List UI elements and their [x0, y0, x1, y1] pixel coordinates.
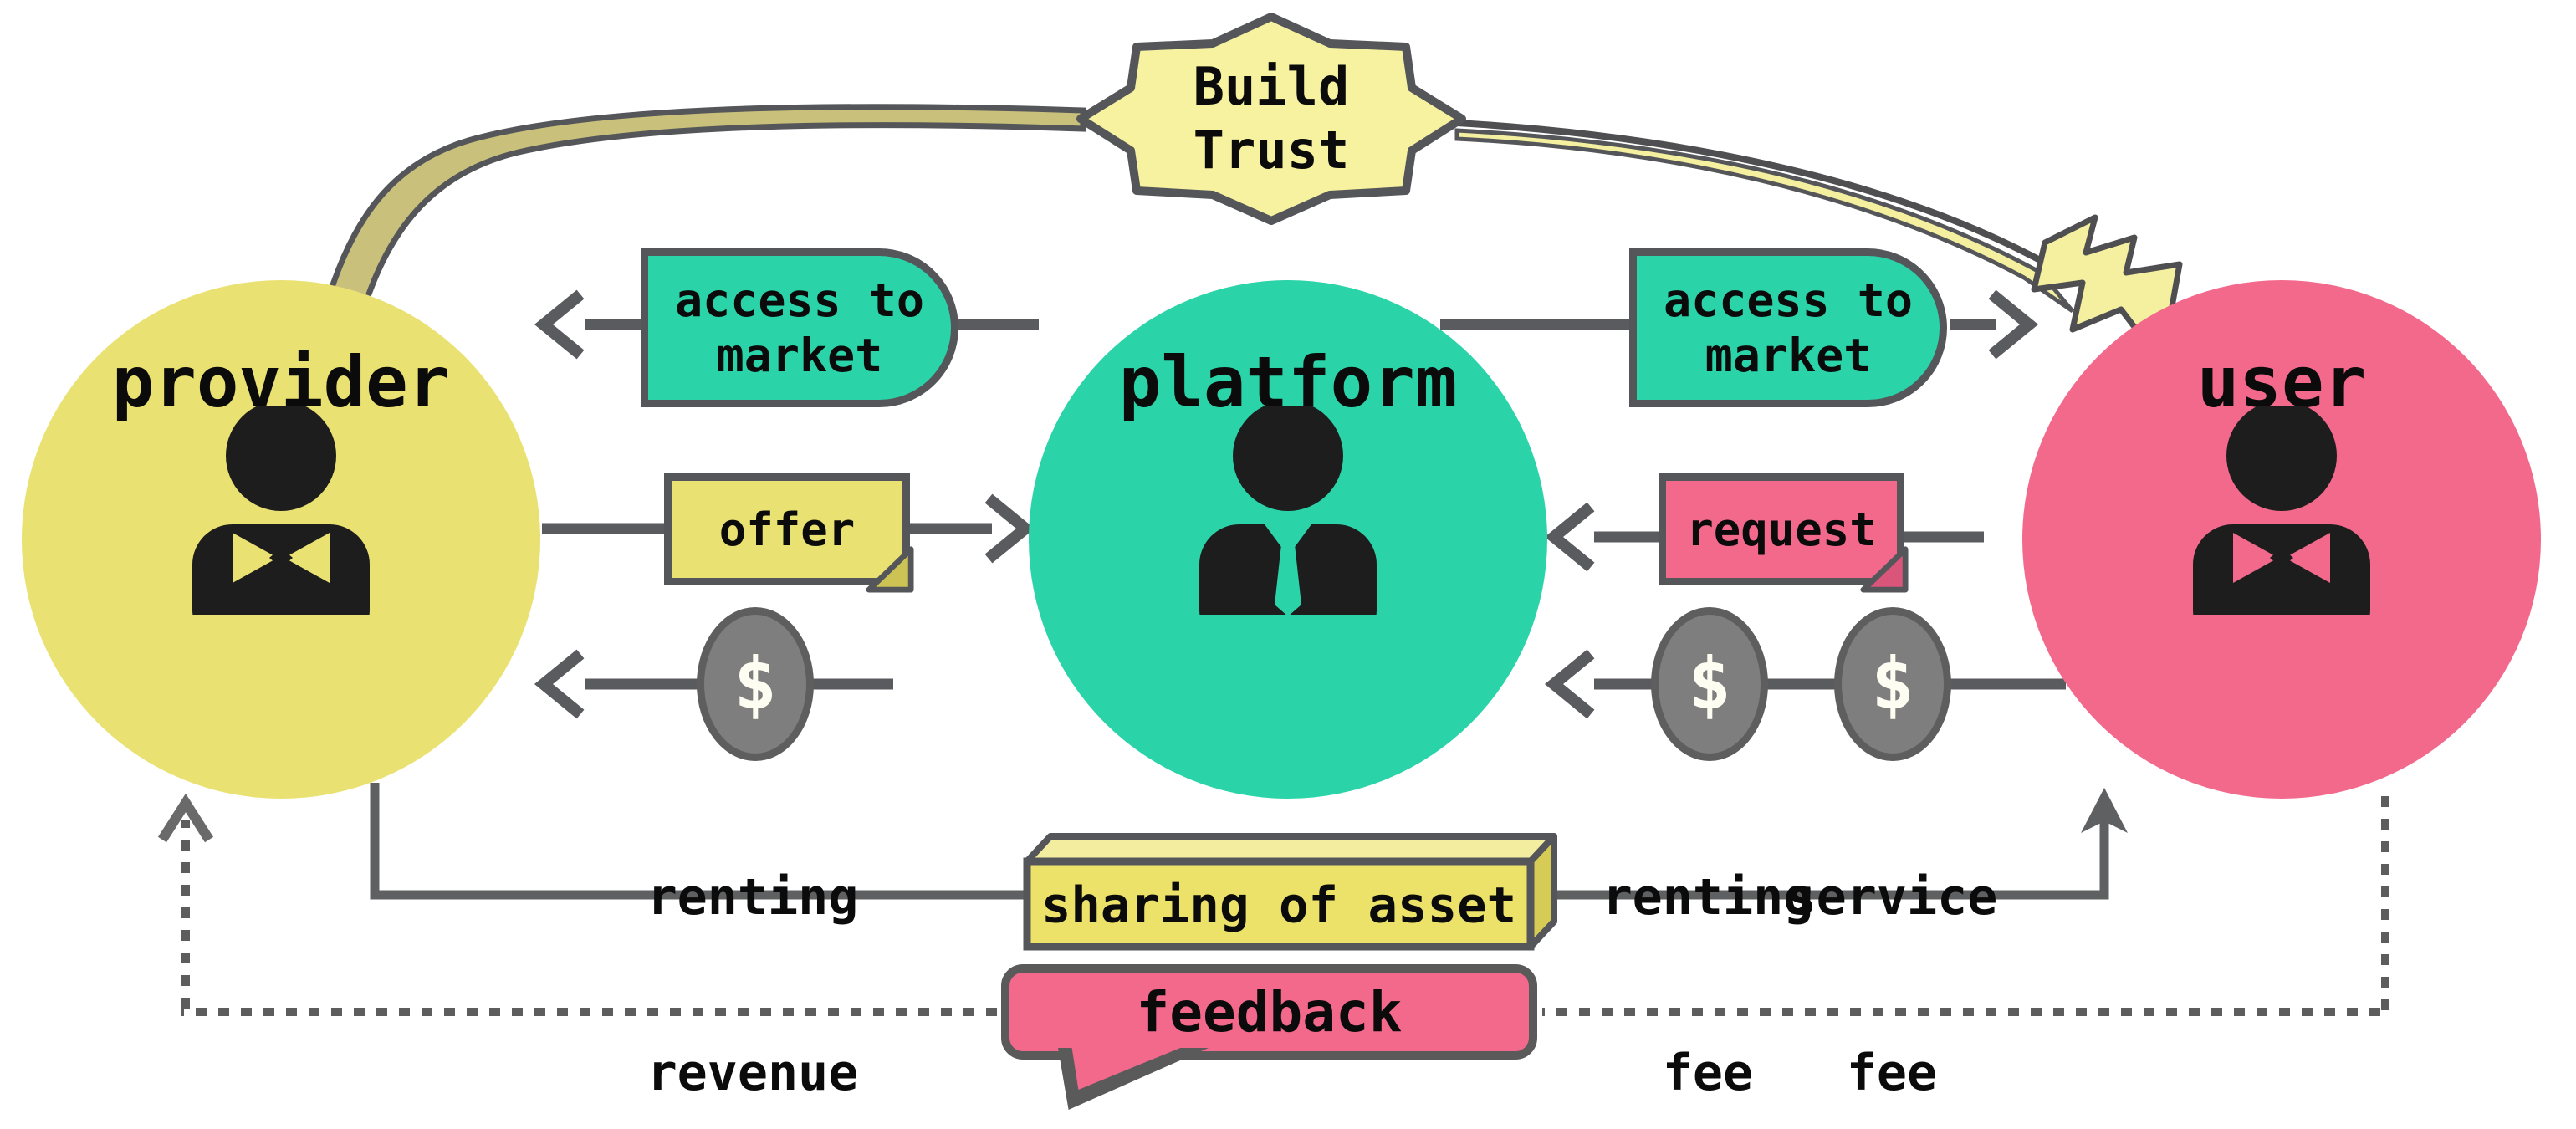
page-fold-icon	[1860, 546, 1909, 593]
user-circle: user	[2022, 280, 2541, 799]
access-left-line2: market	[716, 329, 883, 382]
renting-fee-line1: renting	[1602, 868, 1814, 927]
access-to-market-right: access to market	[1629, 248, 1947, 407]
service-fee-line2: fee	[1846, 1044, 1938, 1102]
platform-circle: platform	[1029, 280, 1547, 799]
renting-fee-line2: fee	[1662, 1044, 1754, 1102]
arrow-left-icon	[534, 289, 585, 360]
service-fee-label: service fee	[1786, 751, 1998, 1129]
arrow-left-icon	[1544, 502, 1595, 572]
service-fee-coin: $	[1834, 607, 1951, 761]
access-right-line1: access to	[1663, 273, 1913, 327]
provider-circle: provider	[22, 280, 540, 799]
request-label: request	[1686, 503, 1877, 556]
arrow-left-icon	[534, 649, 585, 719]
provider-person-icon	[192, 406, 370, 615]
trust-curve-right-line	[1456, 120, 2052, 269]
offer-label: offer	[718, 503, 856, 556]
dotted-arrow-up-icon	[157, 793, 214, 843]
feedback-dotted-path	[181, 796, 2389, 1016]
request-note: request	[1659, 473, 1909, 593]
dollar-icon: $	[733, 642, 777, 726]
dollar-icon: $	[1871, 642, 1914, 726]
sharing-of-asset-label: sharing of asset	[1040, 876, 1517, 934]
arrow-right-icon	[984, 493, 1035, 564]
renting-revenue-label: renting revenue	[647, 751, 859, 1129]
user-person-icon	[2193, 406, 2370, 615]
arrow-up-icon	[2081, 788, 2128, 833]
offer-note: offer	[664, 473, 914, 593]
build-trust-badge: Build Trust	[1193, 55, 1350, 182]
platform-person-icon	[1199, 406, 1377, 615]
badge-line1: Build	[1193, 56, 1350, 117]
renting-fee-label: renting fee	[1602, 751, 1814, 1129]
build-trust-badge-shape	[1076, 13, 1466, 225]
renting-revenue-line1: renting	[647, 868, 859, 927]
feedback-bubble: feedback	[1001, 964, 1537, 1110]
renting-fee-coin: $	[1651, 607, 1768, 761]
access-to-market-left: access to market	[641, 248, 958, 407]
badge-line2: Trust	[1193, 120, 1350, 181]
sharing-box-shape	[1023, 833, 1557, 951]
renting-revenue-line2: revenue	[647, 1044, 859, 1102]
arrow-left-icon	[1544, 649, 1595, 719]
feedback-label: feedback	[1136, 979, 1403, 1045]
access-right-line2: market	[1705, 329, 1872, 382]
access-left-line1: access to	[674, 273, 924, 327]
arrow-right-icon	[1988, 289, 2039, 360]
renting-revenue-coin: $	[697, 607, 814, 761]
dollar-icon: $	[1688, 642, 1731, 726]
page-fold-icon	[866, 546, 914, 593]
service-fee-line1: service	[1786, 868, 1998, 927]
trust-curve-right-band	[1454, 128, 2074, 314]
